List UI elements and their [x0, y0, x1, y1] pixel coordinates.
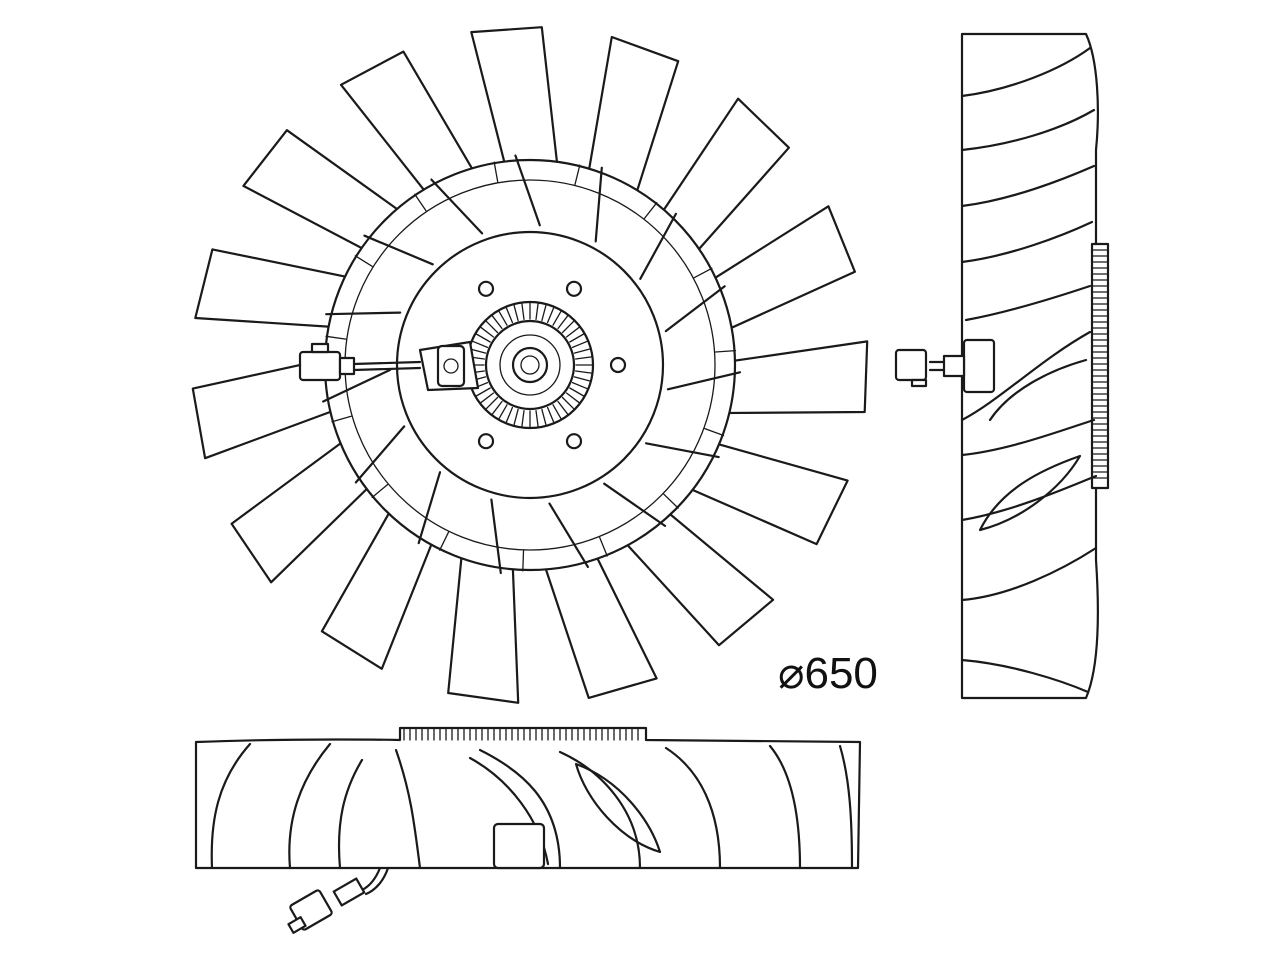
shroud-rib-tick [574, 164, 581, 186]
shroud-rib-tick [331, 415, 352, 423]
shroud-rib-tick [599, 536, 608, 557]
shroud-rib-tick [693, 267, 713, 279]
shroud-rib-tick [493, 161, 499, 183]
bottom-view [194, 726, 862, 934]
side-view [894, 32, 1110, 700]
shroud-rib [548, 502, 590, 569]
diameter-dimension-label: ⌀650 [778, 649, 878, 698]
bolt-holes [433, 280, 627, 450]
shroud-rib-tick [714, 349, 737, 353]
shroud-rib [594, 166, 603, 243]
shroud-rib-tick [704, 427, 725, 437]
front-view [191, 26, 869, 704]
shroud-ribs [322, 154, 742, 575]
bolt-hole [477, 433, 495, 450]
shroud-rib-tick [439, 531, 450, 551]
shroud-rib-tick [522, 550, 525, 572]
bolt-hole [609, 356, 627, 374]
bolt-hole [477, 280, 495, 297]
shroud-rib-tick [643, 202, 658, 220]
sensor-connector [298, 340, 480, 392]
shroud-rib [430, 178, 484, 235]
shroud-rib-tick [371, 483, 389, 499]
viscous-clutch [465, 300, 595, 430]
shroud-rib [363, 234, 434, 266]
bolt-hole [565, 433, 583, 450]
shroud-rib [325, 311, 402, 316]
shroud-rib [514, 154, 541, 227]
shroud-rib-tick [414, 193, 427, 212]
shroud-rib [639, 212, 678, 280]
shroud-rib [322, 368, 392, 403]
shroud-rib [490, 498, 502, 575]
shroud-rib [354, 425, 406, 484]
shroud-rib-tick [663, 493, 679, 509]
shroud-rib [664, 285, 726, 333]
shroud-rib-tick [325, 335, 347, 340]
shroud-rib [666, 371, 742, 391]
shroud-rib [603, 482, 667, 528]
shroud-rib-tick [354, 255, 373, 268]
shroud-rib [417, 471, 442, 545]
shroud-rib [644, 442, 720, 459]
bolt-hole [565, 280, 583, 297]
